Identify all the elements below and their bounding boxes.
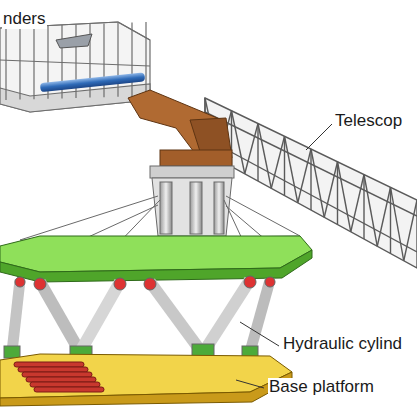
part-label: Telescop: [334, 112, 403, 131]
cage-roof-part: [56, 34, 92, 48]
part-label: Base platform: [268, 378, 375, 397]
part-label: nders: [2, 10, 47, 29]
hydraulic-cylinders: [4, 276, 275, 358]
upper-cage: [0, 22, 150, 112]
boom-bracket: [128, 90, 232, 166]
base-platform: [0, 354, 292, 406]
blue-cylinder: [40, 72, 145, 92]
part-label: Hydraulic cylind: [282, 335, 403, 354]
moving-platform: [0, 236, 312, 282]
